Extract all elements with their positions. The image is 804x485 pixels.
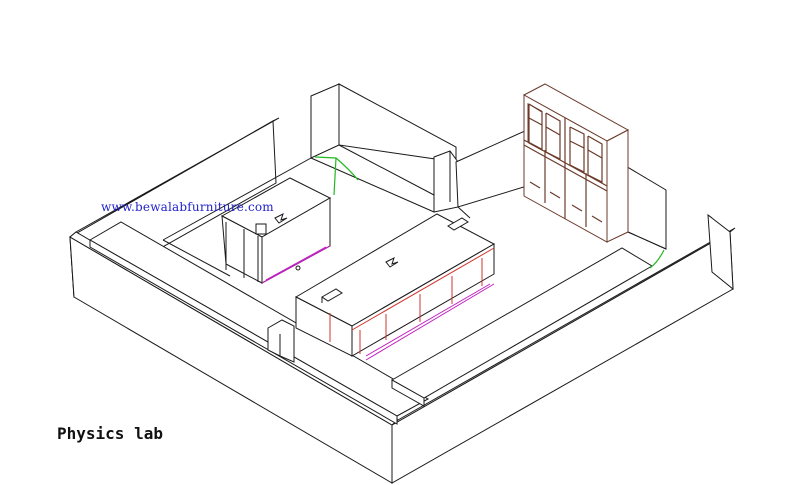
back-room-walls xyxy=(162,83,667,277)
drawing-caption: Physics lab xyxy=(57,424,163,443)
door-swing-right xyxy=(649,249,665,269)
left-wall-counter xyxy=(88,221,430,425)
watermark-text: www.bewalabfurniture.com xyxy=(101,200,274,214)
door-swing-back xyxy=(314,156,359,196)
waste-bin xyxy=(267,319,295,363)
main-island-table xyxy=(294,213,496,361)
glass-door-cabinets xyxy=(522,83,630,243)
small-island-table xyxy=(220,177,332,284)
